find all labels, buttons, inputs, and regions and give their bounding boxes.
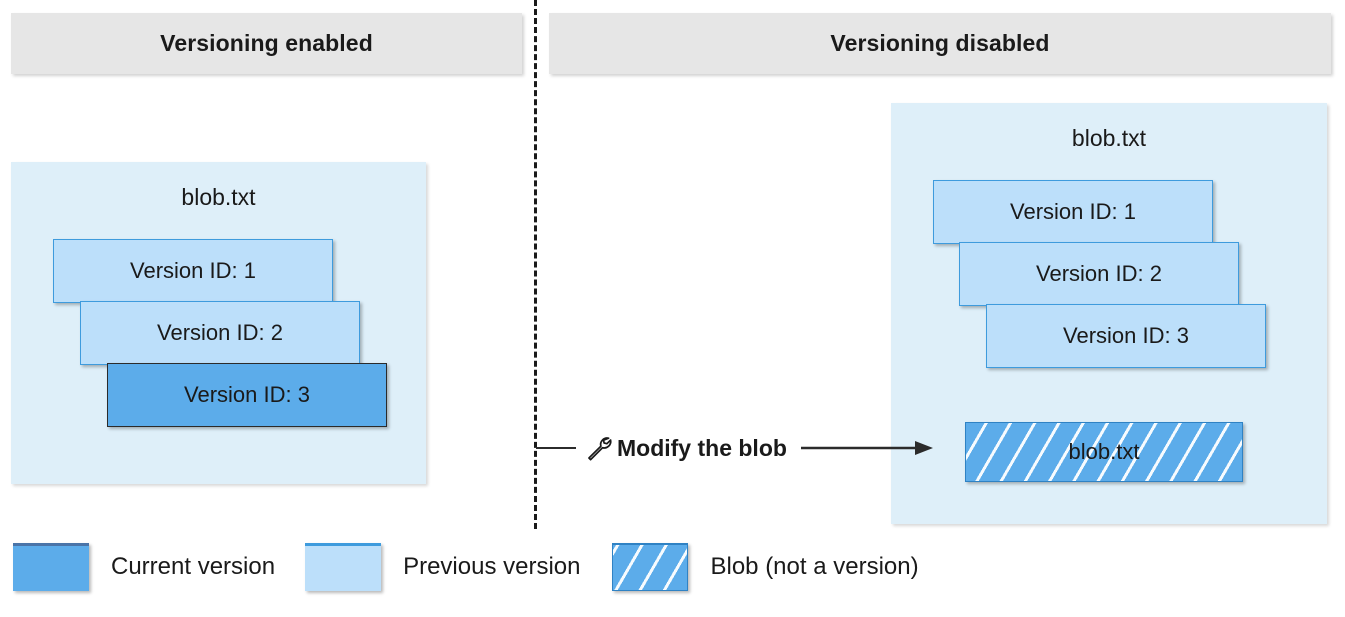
legend-label: Previous version [403, 553, 581, 580]
version-card-3: Version ID: 3 [986, 304, 1266, 368]
version-card-label: Version ID: 3 [184, 382, 310, 407]
legend-swatch-current-version [13, 543, 89, 591]
modify-blob-action: Modify the blob [536, 430, 933, 466]
legend-item-previous-version: Previous version [305, 543, 580, 591]
panel-versioning-enabled: blob.txt Version ID: 1 Version ID: 2 Ver… [11, 162, 426, 484]
legend-label: Blob (not a version) [710, 553, 919, 580]
column-header-versioning-disabled: Versioning disabled [549, 13, 1331, 74]
legend-swatch-blob [612, 543, 689, 591]
version-card-3: Version ID: 3 [107, 363, 387, 427]
hatched-blob-label: blob.txt [1068, 439, 1140, 464]
panel-versioning-disabled: blob.txt Version ID: 1 Version ID: 2 Ver… [891, 103, 1327, 524]
version-card-1: Version ID: 1 [933, 180, 1213, 244]
panel-blob-name: blob.txt [1071, 125, 1147, 151]
hatched-blob-box: blob.txt [965, 422, 1243, 482]
version-card-label: Version ID: 2 [157, 320, 283, 345]
legend: Current version Previous version Blob (n… [13, 543, 919, 591]
version-card-label: Version ID: 3 [1063, 323, 1189, 348]
arrow-to-blob-icon [800, 441, 933, 455]
vertical-dashed-divider [534, 0, 537, 529]
version-card-2: Version ID: 2 [80, 301, 360, 365]
version-card-2: Version ID: 2 [959, 242, 1239, 306]
column-header-versioning-enabled: Versioning enabled [11, 13, 522, 74]
legend-label: Current version [111, 553, 276, 580]
version-card-label: Version ID: 1 [130, 258, 256, 283]
column-header-title: Versioning enabled [160, 30, 373, 56]
version-card-1: Version ID: 1 [53, 239, 333, 303]
column-header-title: Versioning disabled [830, 30, 1050, 56]
wrench-icon [588, 437, 612, 461]
connector-line-left [536, 447, 576, 449]
version-card-label: Version ID: 2 [1036, 261, 1162, 286]
legend-swatch-previous-version [305, 543, 382, 591]
version-card-label: Version ID: 1 [1010, 199, 1136, 224]
panel-blob-name: blob.txt [181, 184, 256, 210]
modify-blob-label: Modify the blob [617, 434, 787, 461]
legend-item-current-version: Current version [13, 543, 275, 591]
legend-item-blob-not-a-version: Blob (not a version) [612, 543, 919, 591]
